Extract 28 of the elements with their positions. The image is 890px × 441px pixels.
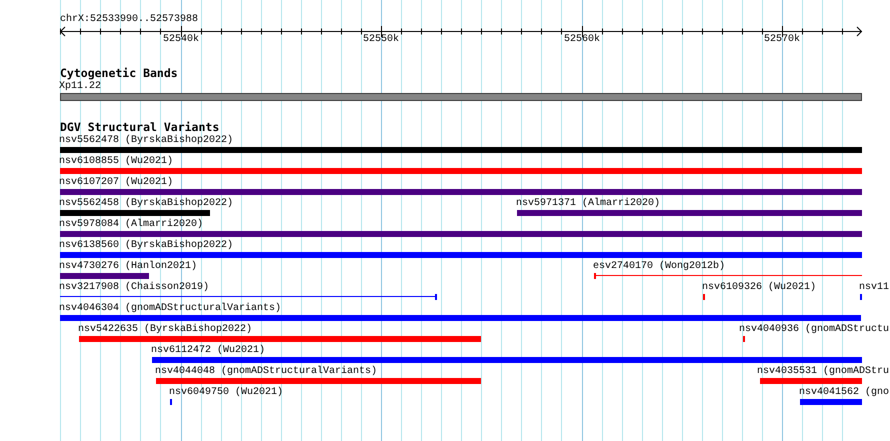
feature-label: nsv5562458 (ByrskaBishop2022) <box>59 198 234 209</box>
track-title: DGV Structural Variants <box>60 121 220 134</box>
feature-label: esv2740170 (Wong2012b) <box>593 261 726 272</box>
tick-label: 52570k <box>764 34 800 45</box>
feature-label: nsv6049750 (Wu2021) <box>169 387 284 398</box>
feature-label: nsv5422635 (ByrskaBishop2022) <box>78 324 252 335</box>
feature-label: nsv11 <box>859 282 890 293</box>
tick-label: 52550k <box>363 34 400 45</box>
feature-label: nsv4044048 (gnomADStructuralVariants) <box>155 366 378 377</box>
track-title: Cytogenetic Bands <box>60 67 178 80</box>
feature-label: nsv6138560 (ByrskaBishop2022) <box>59 240 234 251</box>
feature-label: nsv6108855 (Wu2021) <box>59 156 174 167</box>
feature-label: nsv5562478 (ByrskaBishop2022) <box>59 135 234 146</box>
feature-label: nsv6107207 (Wu2021) <box>59 177 174 188</box>
feature-label: nsv6109326 (Wu2021) <box>702 282 816 293</box>
feature-label: nsv5971371 (Almarri2020) <box>516 198 660 209</box>
band-label: Xp11.22 <box>59 81 102 92</box>
feature-label: nsv4041562 (gno <box>799 387 890 398</box>
location-label: chrX:52533990..52573988 <box>60 14 198 25</box>
feature-label: nsv6112472 (Wu2021) <box>151 345 266 356</box>
feature-label: nsv3217908 (Chaisson2019) <box>59 282 210 293</box>
tick-label: 52540k <box>163 34 200 45</box>
feature-label: nsv4730276 (Hanlon2021) <box>59 261 198 272</box>
tick-label: 52560k <box>564 34 600 45</box>
feature-label: nsv4046304 (gnomADStructuralVariants) <box>59 303 282 314</box>
feature-label: nsv4040936 (gnomADStructu <box>739 324 890 335</box>
feature-label: nsv4035531 (gnomADStru <box>757 366 890 377</box>
feature-label: nsv5978084 (Almarri2020) <box>59 219 204 230</box>
